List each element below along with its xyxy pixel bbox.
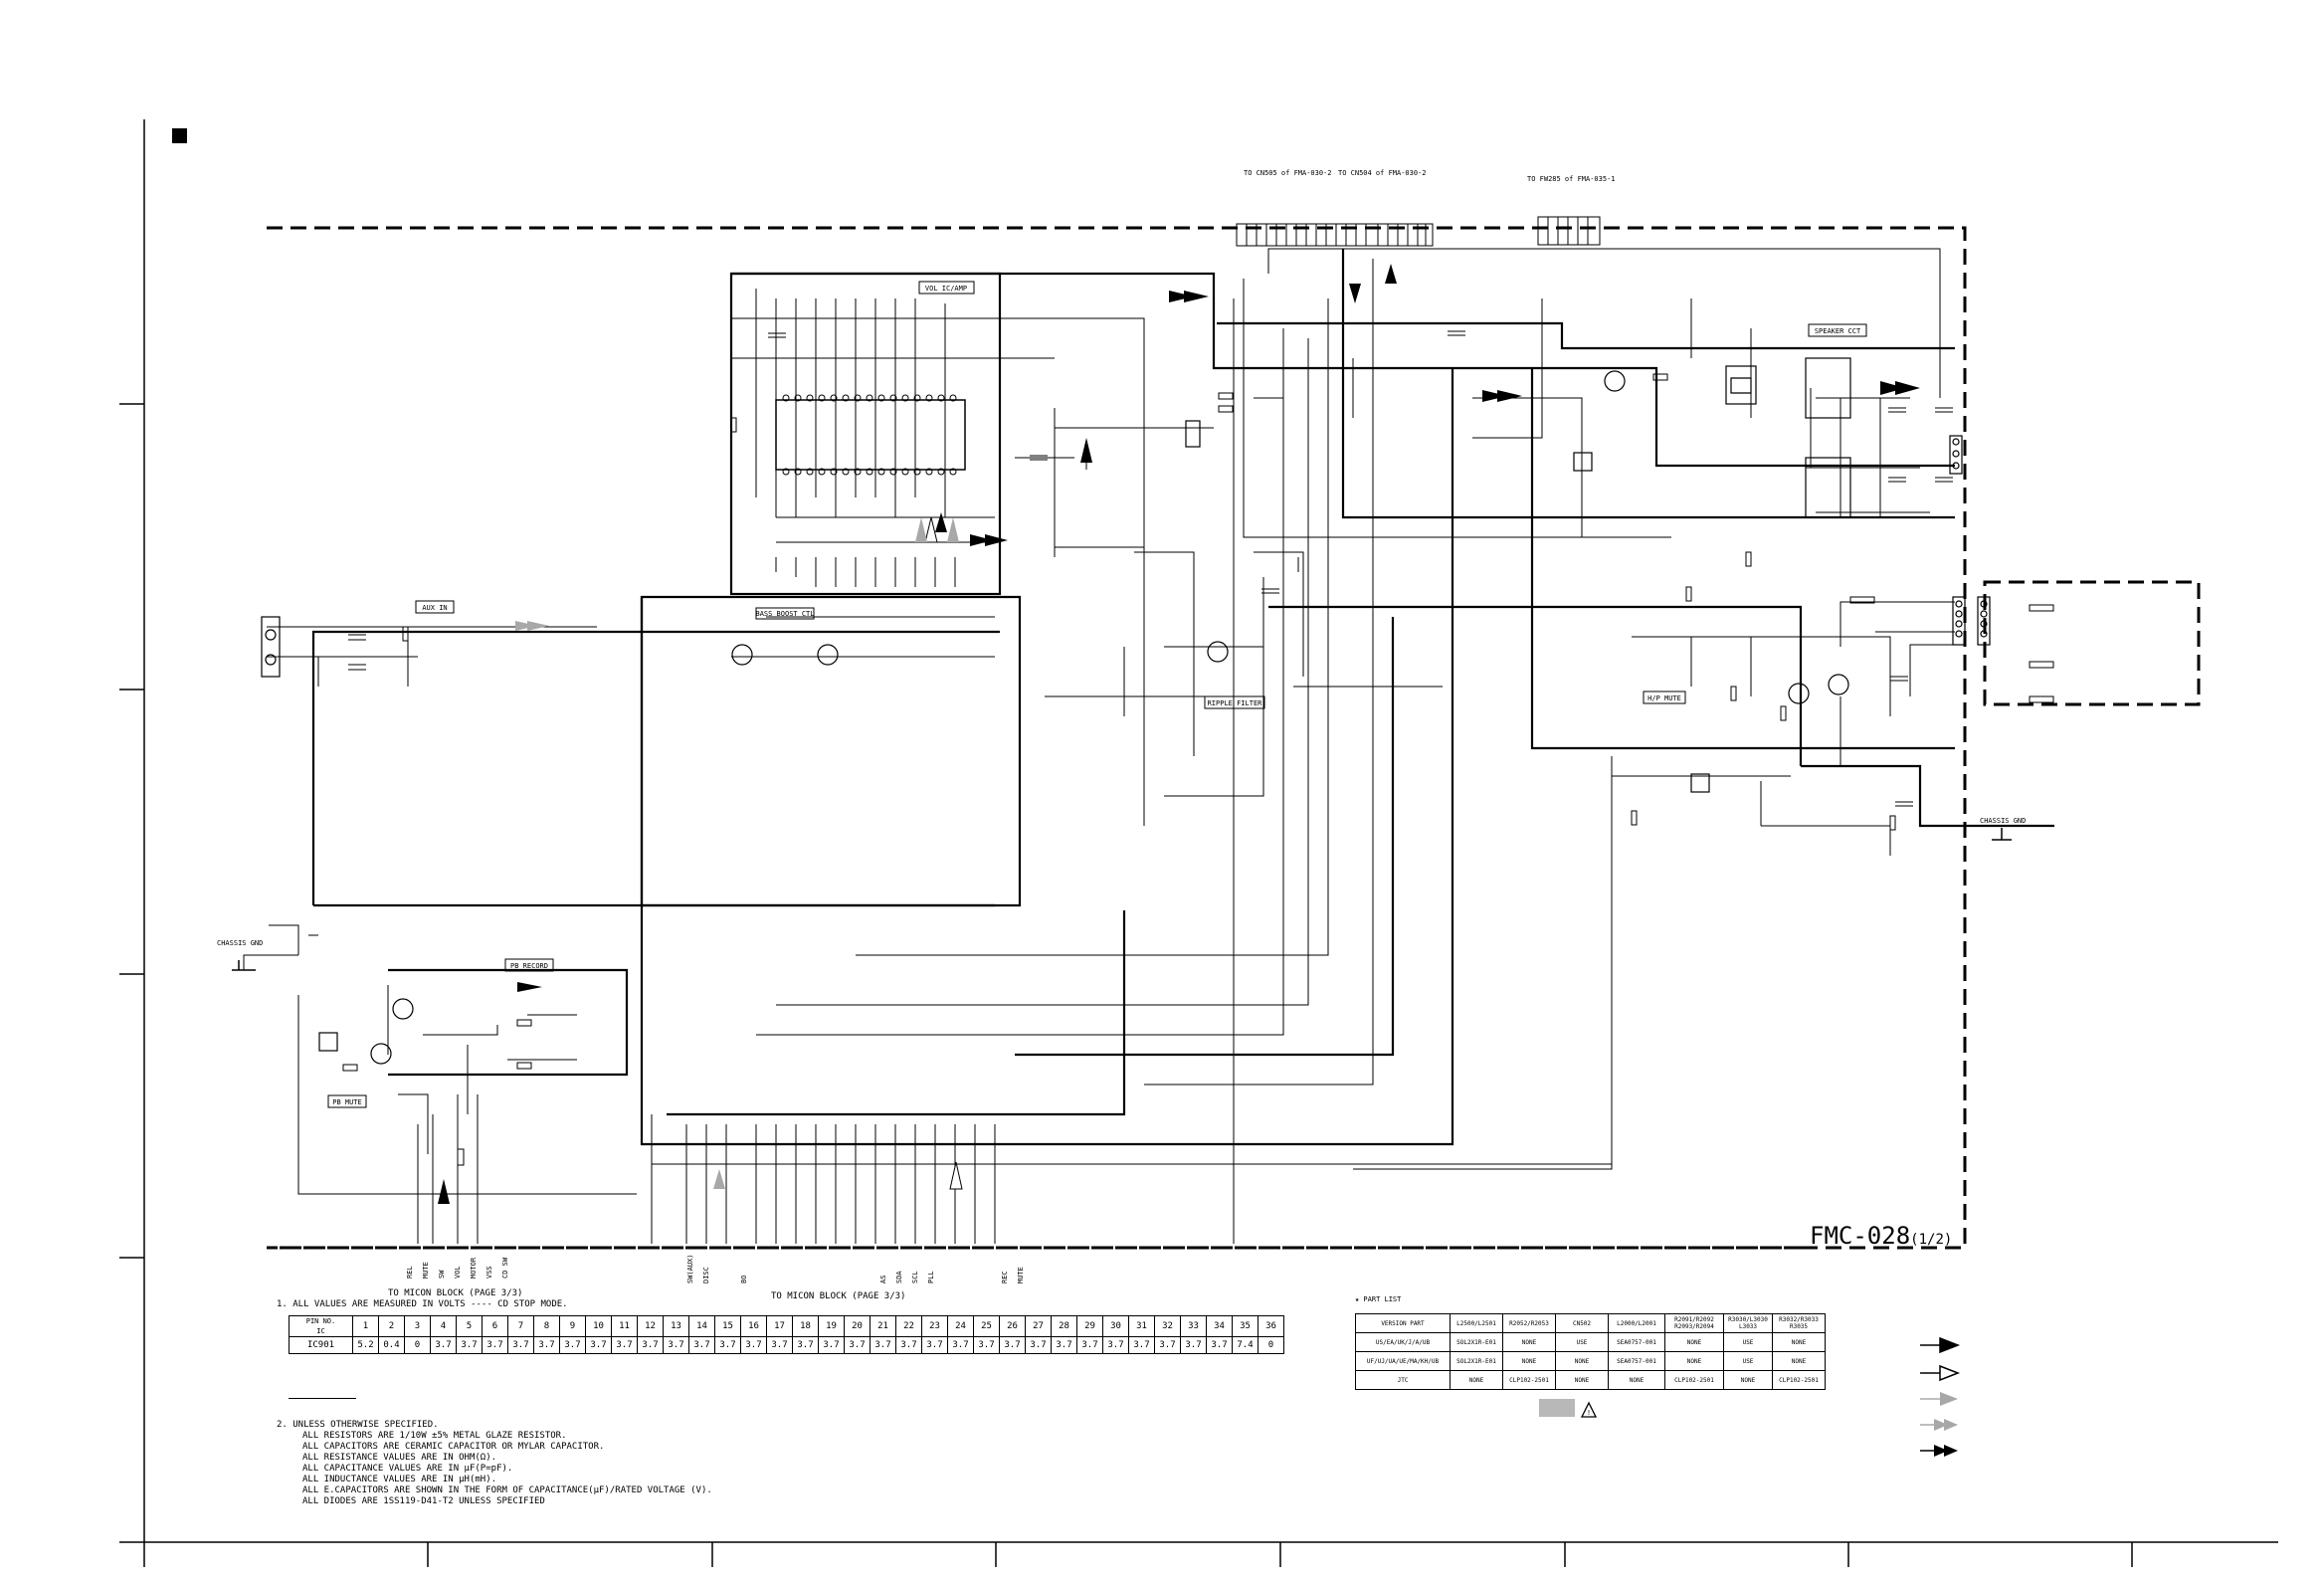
svg-text:SDA: SDA (895, 1271, 903, 1283)
note-2-title: 2. UNLESS OTHERWISE SPECIFIED. (277, 1420, 439, 1430)
svg-text:MOTOR: MOTOR (470, 1257, 478, 1279)
speaker-circuit (1725, 357, 1991, 646)
ic-vol-amp (775, 394, 966, 476)
board-label-sub: (1/2) (1910, 1232, 1953, 1248)
connector-top1: TO CN505 of FMA-030-2 (1244, 169, 1332, 177)
board-outline (267, 226, 2201, 1250)
ripple-filter-label: RIPPLE FILTER (1208, 699, 1263, 707)
svg-text:VOL: VOL (454, 1266, 462, 1279)
page-frame (119, 119, 2278, 1567)
svg-text:!: ! (1587, 1409, 1591, 1417)
note-line: ALL RESISTANCE VALUES ARE IN OHM(Ω). (302, 1453, 497, 1463)
svg-text:MUTE: MUTE (1017, 1267, 1025, 1283)
chassis-gnd-right: CHASSIS GND (1980, 817, 2026, 825)
svg-text:AS: AS (879, 1276, 887, 1283)
title-marker (172, 128, 187, 143)
legend-gray-double-arrow (1920, 1419, 1958, 1431)
board-label: FMC-028(1/2) (1806, 1223, 1956, 1253)
connector-top3: TO FW285 of FMA-035-1 (1527, 175, 1616, 183)
legend-hollow-arrow (1920, 1364, 1961, 1382)
speaker-cct-label: SPEAKER CCT (1815, 327, 1861, 335)
thin-traces (243, 248, 1955, 1244)
passive-components (342, 330, 2054, 1166)
svg-text:REC: REC (1001, 1271, 1009, 1283)
transistors (370, 370, 1849, 1065)
voltage-table-corner: PIN NO. IC (289, 1315, 353, 1337)
legend-black-double-arrow (1920, 1445, 1958, 1457)
note-line: ALL CAPACITANCE VALUES ARE IN µF(P=pF). (302, 1464, 513, 1474)
svg-text:REL: REL (406, 1266, 414, 1279)
pb-record-label: PB RECORD (510, 962, 548, 970)
svg-text:CD SW: CD SW (501, 1257, 509, 1279)
note-line: ALL E.CAPACITORS ARE SHOWN IN THE FORM O… (302, 1485, 712, 1495)
note-line: ALL DIODES ARE 1SS119-D41-T2 UNLESS SPEC… (302, 1496, 545, 1506)
small-ics (261, 420, 1710, 1052)
svg-text:VSS: VSS (485, 1266, 493, 1279)
svg-text:MUTE: MUTE (422, 1262, 430, 1279)
svg-text:DISC: DISC (702, 1267, 710, 1283)
legend-black-arrow (1920, 1336, 1961, 1354)
svg-text:SW: SW (438, 1270, 446, 1279)
shaded-part-marker (1539, 1399, 1575, 1417)
note-line: ALL INDUCTANCE VALUES ARE IN µH(mH). (302, 1475, 497, 1484)
divider (289, 1398, 356, 1399)
note-line: ALL CAPACITORS ARE CERAMIC CAPACITOR OR … (302, 1442, 605, 1452)
aux-in-label: AUX IN (422, 604, 447, 612)
hp-mute-label: H/P MUTE (1647, 694, 1681, 702)
note-2-block: 2. UNLESS OTHERWISE SPECIFIED. ALL RESIS… (277, 1420, 712, 1507)
pb-mute-label: PB MUTE (332, 1098, 362, 1106)
block-labels: VOL IC/AMP SPEAKER CCT AUX IN BASS BOOST… (217, 169, 2026, 1301)
legend-arrows (1920, 1336, 1961, 1457)
bottom-pin-labels: REL MUTE SW VOL MOTOR VSS CD SW SW(AUX) … (406, 1254, 1025, 1283)
voltage-table-ic: IC901 (289, 1336, 353, 1354)
parts-list-label: ★ PART LIST (1355, 1295, 1402, 1303)
note-line: ALL RESISTORS ARE 1/10W ±5% METAL GLAZE … (302, 1431, 567, 1441)
parts-header-row: VERSION PART L2500/L2501 R2052/R2053 CN5… (1355, 1313, 1826, 1333)
svg-text:BO: BO (740, 1276, 748, 1283)
svg-text:PLL: PLL (927, 1271, 935, 1283)
signal-arrows (438, 264, 1920, 1204)
main-traces (311, 249, 2054, 1146)
to-micon-left: TO MICON BLOCK (PAGE 3/3) (388, 1288, 522, 1298)
connector-top2: TO CN504 of FMA-030-2 (1338, 169, 1427, 177)
parts-table: VERSION PART L2500/L2501 R2052/R2053 CN5… (1355, 1313, 1826, 1390)
ground-symbols (232, 825, 2012, 971)
top-connectors (1236, 216, 1601, 247)
board-label-main: FMC-028 (1810, 1222, 1911, 1250)
svg-text:SW(AUX): SW(AUX) (686, 1254, 694, 1283)
legend-gray-arrow (1920, 1392, 1958, 1406)
note-1: 1. ALL VALUES ARE MEASURED IN VOLTS ----… (277, 1299, 568, 1309)
to-micon-right: TO MICON BLOCK (PAGE 3/3) (771, 1291, 905, 1301)
svg-text:SCL: SCL (911, 1271, 919, 1283)
vol-ic-label: VOL IC/AMP (925, 285, 967, 293)
bass-boost-label: BASS BOOST CTL (755, 610, 814, 618)
caution-icon (1580, 1401, 1598, 1418)
chassis-gnd-left: CHASSIS GND (217, 939, 263, 947)
